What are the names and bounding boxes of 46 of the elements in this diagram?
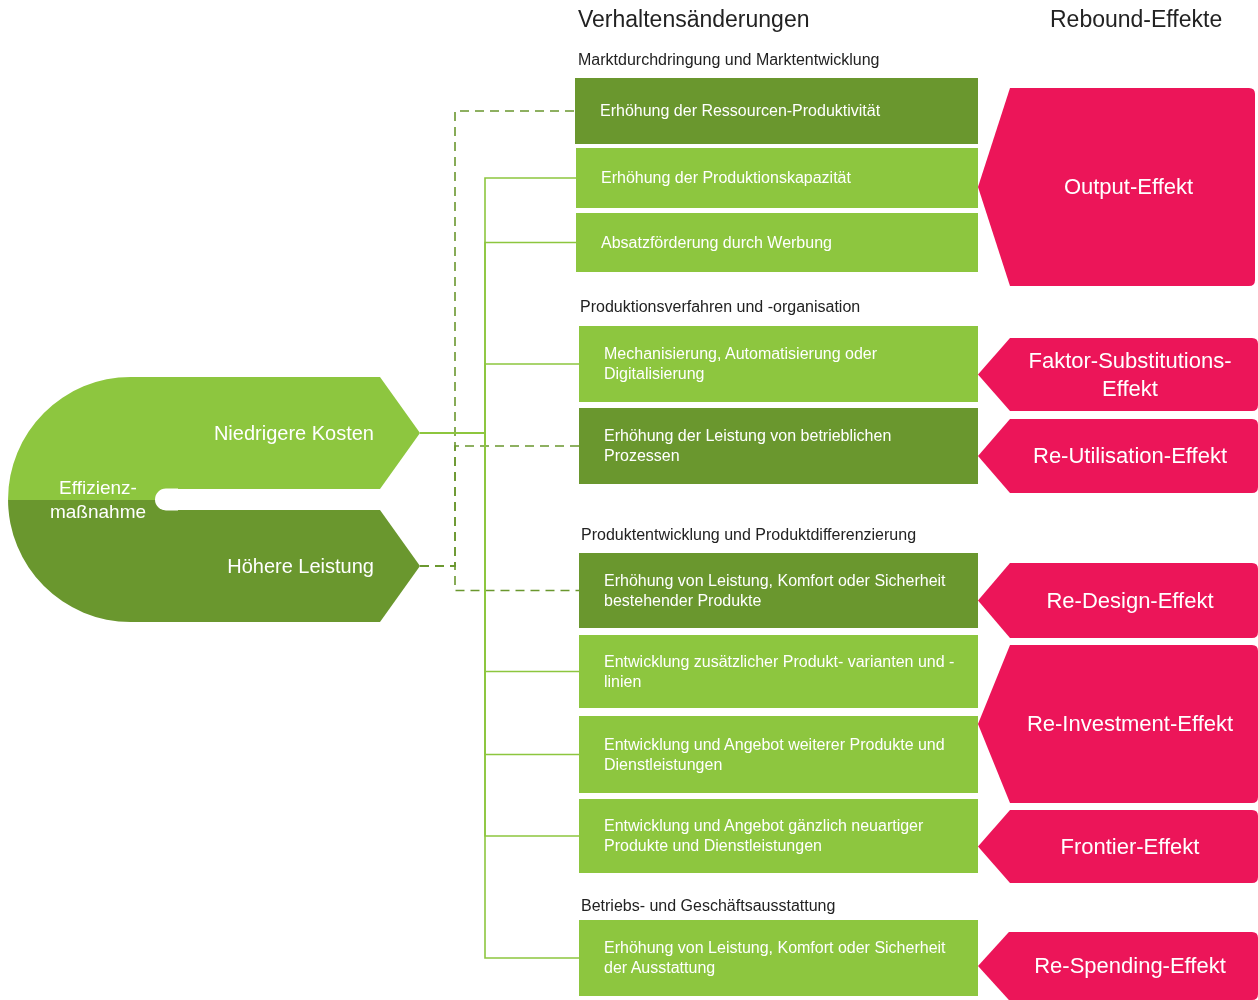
measure-bar <box>579 635 978 708</box>
node-label: Niedrigere Kosten <box>213 420 374 446</box>
node-label: Erhöhung der Leistung von betrieblichen Prozessen <box>604 426 893 466</box>
node-label: Entwicklung und Angebot gänzlich neuartiger Produkte und Dienstleistungen <box>604 816 925 856</box>
node-label: Absatzförderung durch Werbung <box>601 232 832 253</box>
node-label: Erhöhung von Leistung, Komfort oder Sicherheit der Ausstattung <box>604 938 947 978</box>
node-label: Erhöhung der Produktionskapazität <box>601 168 851 188</box>
effect-hexagon <box>978 645 1258 803</box>
measure-bar <box>579 326 978 402</box>
effect-label: Re-Utilisation-Effekt <box>1033 442 1227 470</box>
arrow-shape <box>178 377 420 489</box>
measure-bar <box>576 148 978 208</box>
column-heading: Verhaltensänderungen <box>578 6 810 33</box>
measure-bar <box>575 78 978 144</box>
column-heading: Rebound-Effekte <box>1050 6 1223 33</box>
section-heading: Betriebs- und Geschäftsausstattung <box>581 897 836 915</box>
measure-bar <box>579 920 978 996</box>
measure-bar <box>576 213 978 272</box>
measure-shape <box>8 377 178 622</box>
node-label: Erhöhung von Leistung, Komfort oder Sicherheit bestehender Produkte <box>604 570 947 611</box>
section-heading: Produktentwicklung und Produktdifferenzierung <box>581 526 917 544</box>
effect-hexagon <box>978 338 1258 411</box>
measure-bar <box>579 799 978 873</box>
effect-hexagon <box>978 88 1255 286</box>
node-label: Erhöhung der Ressourcen-Produktivität <box>600 101 881 121</box>
measure-bar <box>579 553 978 628</box>
node-label: Entwicklung und Angebot weiterer Produkte und Dienstleistungen <box>604 734 946 775</box>
effect-label: Re-Design-Effekt <box>1046 586 1214 615</box>
section-heading: Produktionsverfahren und -organisation <box>580 298 861 316</box>
node-label: Höhere Leistung <box>227 553 374 579</box>
effect-hexagon <box>978 810 1258 883</box>
effect-label: Output-Effekt <box>1063 173 1194 201</box>
node-label: Entwicklung zusätzlicher Produkt- varianten und -linien <box>604 651 956 692</box>
effect-label: Re-Investment-Effekt <box>1026 710 1234 738</box>
effect-hexagon <box>978 419 1258 493</box>
effect-label: Re-Spending-Effekt <box>1034 952 1226 980</box>
measure-bar <box>579 716 978 793</box>
node-label: Effizienz- maßnahme <box>48 475 148 524</box>
effect-hexagon <box>978 563 1258 638</box>
effect-label: Faktor-Substitutions- Effekt <box>1027 347 1233 402</box>
arrow-shape <box>178 510 420 622</box>
effect-hexagon <box>978 932 1258 1000</box>
measure-bar <box>579 408 978 484</box>
node-label: Mechanisierung, Automatisierung oder Digitalisierung <box>604 344 879 384</box>
effect-label: Frontier-Effekt <box>1060 832 1200 861</box>
dashed-connector <box>419 565 580 592</box>
